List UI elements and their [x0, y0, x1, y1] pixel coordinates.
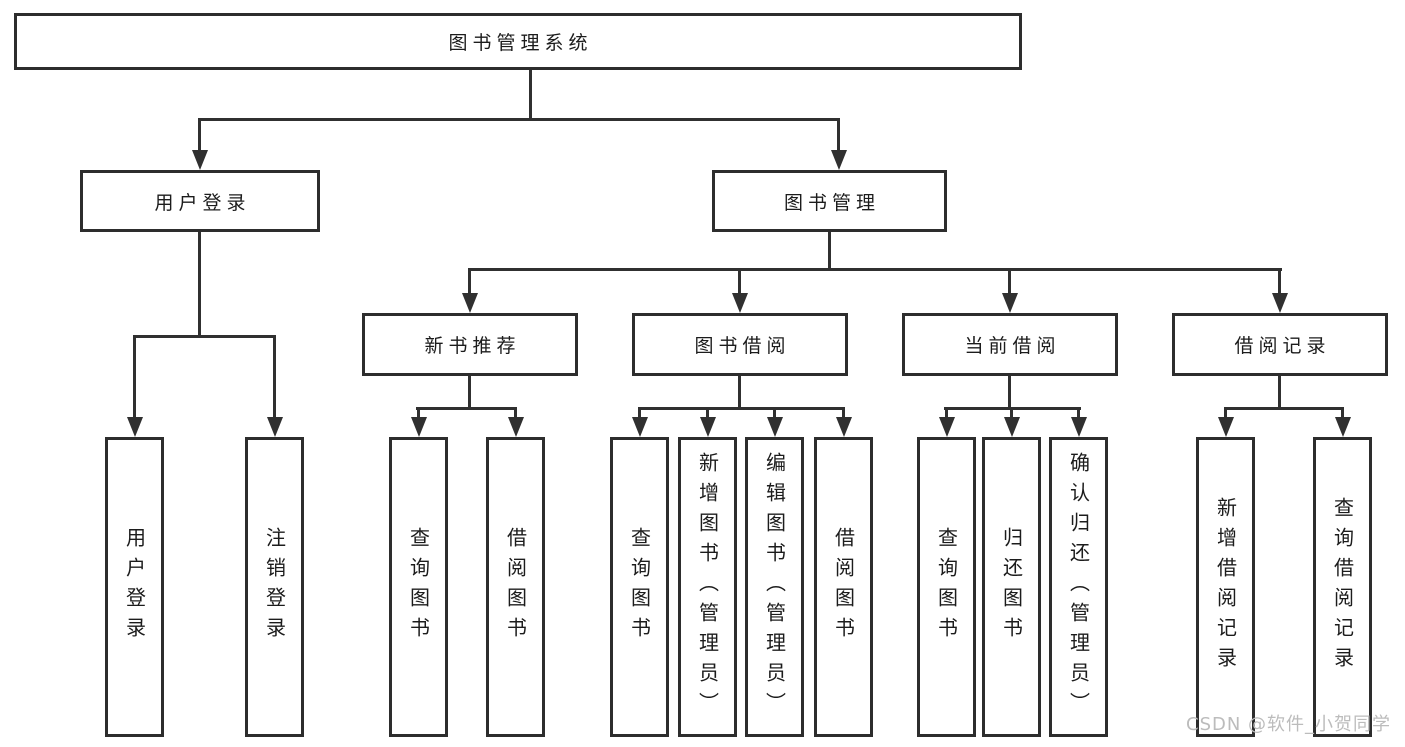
arrow-down-icon	[1335, 417, 1351, 437]
connector-shaft-borrow-records	[1278, 268, 1281, 295]
leaf-confirm-return-admin: 确认归还（管理员）	[1049, 437, 1108, 737]
connector-shaft	[1224, 407, 1227, 419]
connector-root-bar	[198, 118, 840, 121]
leaf-query-books-borrowing: 查询图书	[610, 437, 669, 737]
connector-shaft-new-book	[468, 268, 471, 295]
connector-shaft	[773, 407, 776, 419]
arrow-down-icon	[508, 417, 524, 437]
arrow-down-icon	[462, 293, 478, 313]
connector-shaft	[417, 407, 420, 419]
arrow-down-icon	[1272, 293, 1288, 313]
connector-shaft	[842, 407, 845, 419]
arrow-down-icon	[1002, 293, 1018, 313]
arrow-down-icon	[127, 417, 143, 437]
connector-book-borrow-trunk	[738, 376, 741, 408]
leaf-logout: 注销登录	[245, 437, 304, 737]
leaf-query-borrow-record: 查询借阅记录	[1313, 437, 1372, 737]
node-book-management-branch: 图书管理	[712, 170, 947, 232]
connector-shaft-user-login	[198, 118, 201, 151]
connector-shaft	[1010, 407, 1013, 419]
connector-current-borrow-trunk	[1008, 376, 1011, 408]
node-current-borrowing: 当前借阅	[902, 313, 1118, 376]
arrow-down-icon	[632, 417, 648, 437]
node-new-book-recommendation: 新书推荐	[362, 313, 578, 376]
node-borrowing-records: 借阅记录	[1172, 313, 1388, 376]
arrow-down-icon	[700, 417, 716, 437]
connector-borrow-records-trunk	[1278, 376, 1281, 408]
connector-user-login-bar	[133, 335, 276, 338]
connector-shaft-current-borrow	[1008, 268, 1011, 295]
leaf-query-books-current: 查询图书	[917, 437, 976, 737]
node-root-library-management-system: 图书管理系统	[14, 13, 1022, 70]
arrow-down-icon	[192, 150, 208, 170]
leaf-borrow-books-recommend: 借阅图书	[486, 437, 545, 737]
connector-shaft	[1077, 407, 1080, 419]
arrow-down-icon	[939, 417, 955, 437]
leaf-return-book: 归还图书	[982, 437, 1041, 737]
leaf-user-login: 用户登录	[105, 437, 164, 737]
arrow-down-icon	[1004, 417, 1020, 437]
connector-shaft-book-borrow	[738, 268, 741, 295]
connector-shaft-leaf-user-login	[133, 335, 136, 419]
connector-new-book-bar	[416, 407, 517, 410]
arrow-down-icon	[836, 417, 852, 437]
connector-borrow-records-bar	[1224, 407, 1344, 410]
connector-shaft-leaf-logout	[273, 335, 276, 419]
arrow-down-icon	[1071, 417, 1087, 437]
connector-user-login-trunk	[198, 232, 201, 335]
connector-shaft-book-management	[837, 118, 840, 151]
connector-book-borrow-bar	[638, 407, 845, 410]
leaf-add-borrow-record: 新增借阅记录	[1196, 437, 1255, 737]
connector-shaft	[638, 407, 641, 419]
arrow-down-icon	[767, 417, 783, 437]
connector-shaft	[514, 407, 517, 419]
connector-book-management-bar	[468, 268, 1282, 271]
connector-new-book-trunk	[468, 376, 471, 408]
leaf-borrow-books-borrowing: 借阅图书	[814, 437, 873, 737]
node-book-borrowing: 图书借阅	[632, 313, 848, 376]
node-user-login-branch: 用户登录	[80, 170, 320, 232]
arrow-down-icon	[267, 417, 283, 437]
leaf-add-book-admin: 新增图书（管理员）	[678, 437, 737, 737]
leaf-query-books-recommend: 查询图书	[389, 437, 448, 737]
arrow-down-icon	[732, 293, 748, 313]
leaf-edit-book-admin: 编辑图书（管理员）	[745, 437, 804, 737]
connector-shaft	[706, 407, 709, 419]
csdn-watermark: CSDN @软件_小贺同学	[1186, 714, 1392, 735]
connector-book-management-trunk	[828, 232, 831, 271]
arrow-down-icon	[411, 417, 427, 437]
connector-shaft	[1341, 407, 1344, 419]
arrow-down-icon	[1218, 417, 1234, 437]
connector-root-trunk	[529, 70, 532, 118]
arrow-down-icon	[831, 150, 847, 170]
connector-shaft	[945, 407, 948, 419]
